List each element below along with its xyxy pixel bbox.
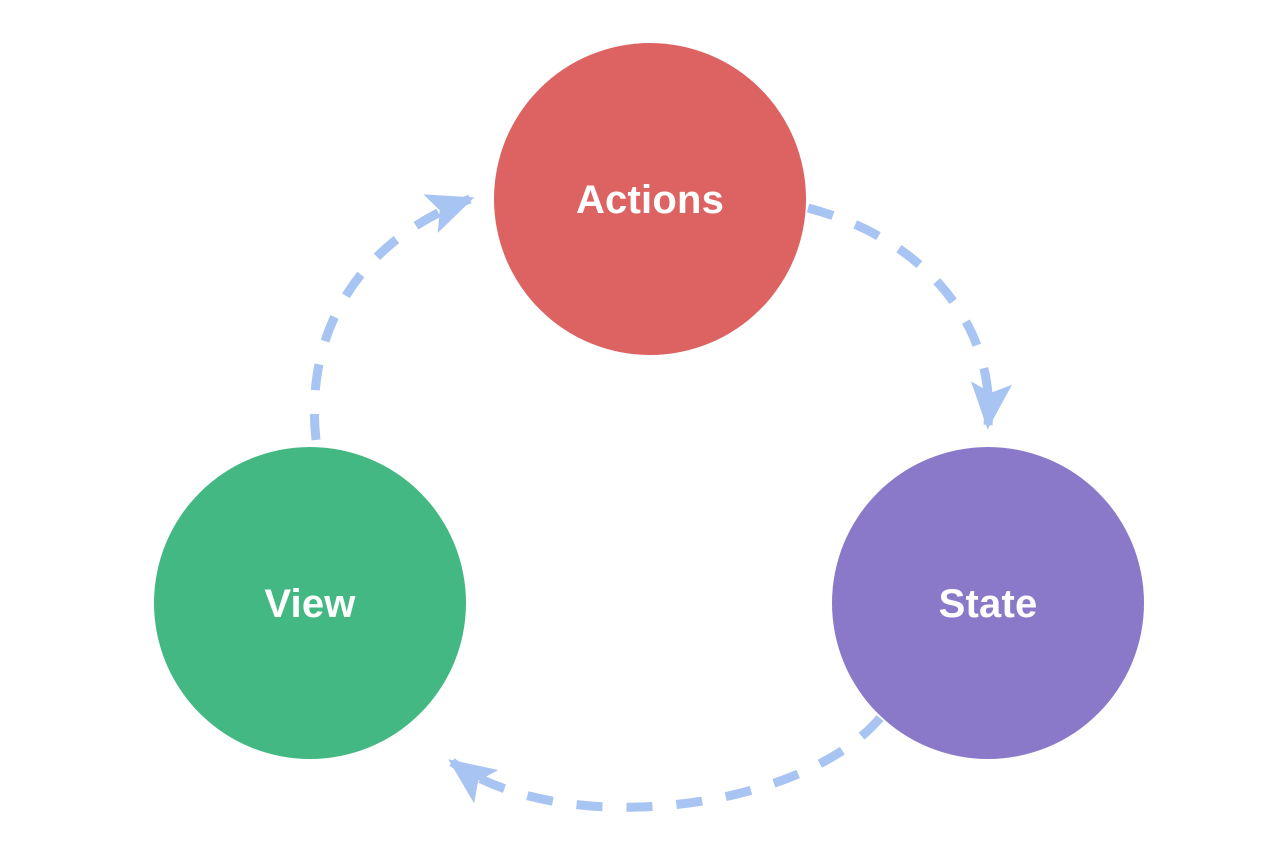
edge-state-to-view [448, 715, 884, 812]
node-view[interactable]: View [154, 447, 466, 759]
node-actions-circle[interactable] [494, 43, 806, 355]
node-actions-label: Actions [576, 178, 724, 222]
edge-actions-to-state-path [806, 203, 1013, 430]
edge-view-to-actions [309, 194, 475, 441]
node-view-label: View [264, 582, 356, 626]
node-state-label: State [939, 582, 1038, 626]
edge-actions-to-state [806, 203, 1013, 430]
node-view-circle[interactable] [154, 447, 466, 759]
node-actions[interactable]: Actions [494, 43, 806, 355]
edge-state-to-view-path [448, 715, 884, 812]
node-state[interactable]: State [832, 447, 1144, 759]
edge-view-to-actions-path [309, 194, 475, 441]
node-state-circle[interactable] [832, 447, 1144, 759]
